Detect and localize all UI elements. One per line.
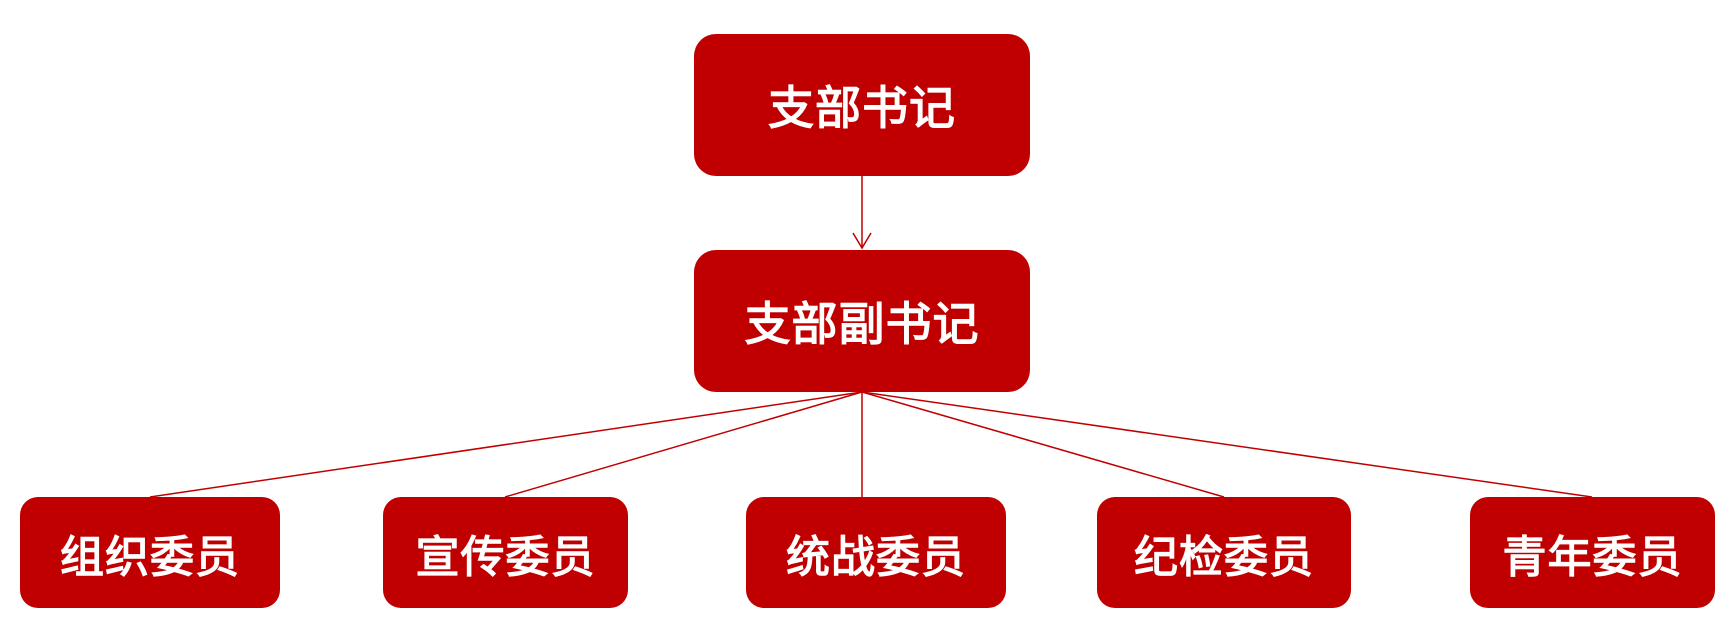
node-discipline-member-label: 纪检委员 <box>1134 531 1314 583</box>
node-discipline-member: 纪检委员 <box>1097 497 1351 608</box>
node-branch-secretary: 支部书记 <box>694 34 1030 176</box>
arrowhead-icon <box>852 232 872 250</box>
connector-deputy-to-discipline <box>861 391 1225 498</box>
connector-deputy-to-youth <box>861 391 1593 498</box>
node-deputy-secretary-label: 支部副书记 <box>744 297 980 351</box>
node-organization-member-label: 组织委员 <box>60 531 240 583</box>
node-propaganda-member: 宣传委员 <box>383 497 628 608</box>
node-branch-secretary-label: 支部书记 <box>768 81 956 135</box>
node-organization-member: 组织委员 <box>20 497 280 608</box>
node-deputy-secretary: 支部副书记 <box>694 250 1030 392</box>
node-youth-member-label: 青年委员 <box>1502 531 1683 583</box>
connector-deputy-to-org <box>149 391 863 498</box>
node-united-front-member: 统战委员 <box>746 497 1006 608</box>
connector-deputy-to-prop <box>504 391 863 498</box>
node-united-front-member-label: 统战委员 <box>786 531 966 583</box>
node-youth-member: 青年委员 <box>1470 497 1715 608</box>
node-propaganda-member-label: 宣传委员 <box>415 531 596 583</box>
